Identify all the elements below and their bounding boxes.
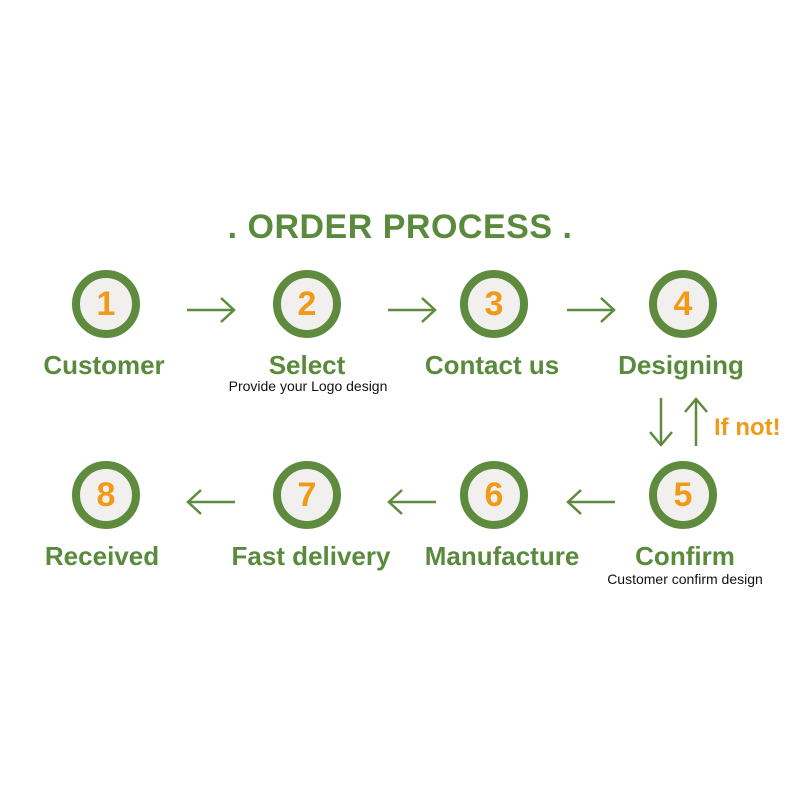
step-6-label: Manufacture xyxy=(424,541,580,571)
if-not-note: If not! xyxy=(714,414,781,441)
step-5-label: Confirm xyxy=(635,541,735,571)
step-7-number: 7 xyxy=(297,476,317,514)
arrow-right-icon xyxy=(567,297,616,323)
step-2-circle: 2 xyxy=(273,270,341,338)
step-8-circle: 8 xyxy=(72,461,140,529)
arrow-right-icon xyxy=(187,297,236,323)
step-8-number: 8 xyxy=(96,476,116,514)
arrow-left-icon xyxy=(387,489,436,515)
step-4-number: 4 xyxy=(673,285,693,323)
step-5-subtext: Customer confirm design xyxy=(607,571,763,587)
step-5-circle: 5 xyxy=(649,461,717,529)
step-8-label: Received xyxy=(44,541,160,571)
arrow-up-icon xyxy=(684,397,708,446)
step-2-number: 2 xyxy=(297,285,317,323)
step-3-label: Contact us xyxy=(424,350,560,380)
step-2-subtext: Provide your Logo design xyxy=(228,378,388,394)
arrow-right-icon xyxy=(388,297,437,323)
step-3-number: 3 xyxy=(484,285,504,323)
step-5-number: 5 xyxy=(673,476,693,514)
step-1-number: 1 xyxy=(96,285,116,323)
page-title: . ORDER PROCESS . xyxy=(227,208,573,246)
step-7-circle: 7 xyxy=(273,461,341,529)
step-7-label: Fast delivery xyxy=(231,541,391,571)
step-1-circle: 1 xyxy=(72,270,140,338)
arrow-left-icon xyxy=(566,489,615,515)
step-4-circle: 4 xyxy=(649,270,717,338)
step-2-label: Select xyxy=(268,350,346,380)
step-4-label: Designing xyxy=(618,350,744,380)
step-1-label: Customer xyxy=(43,350,165,380)
arrow-left-icon xyxy=(186,489,235,515)
step-6-circle: 6 xyxy=(460,461,528,529)
step-6-number: 6 xyxy=(484,476,504,514)
arrow-down-icon xyxy=(649,398,673,447)
step-3-circle: 3 xyxy=(460,270,528,338)
